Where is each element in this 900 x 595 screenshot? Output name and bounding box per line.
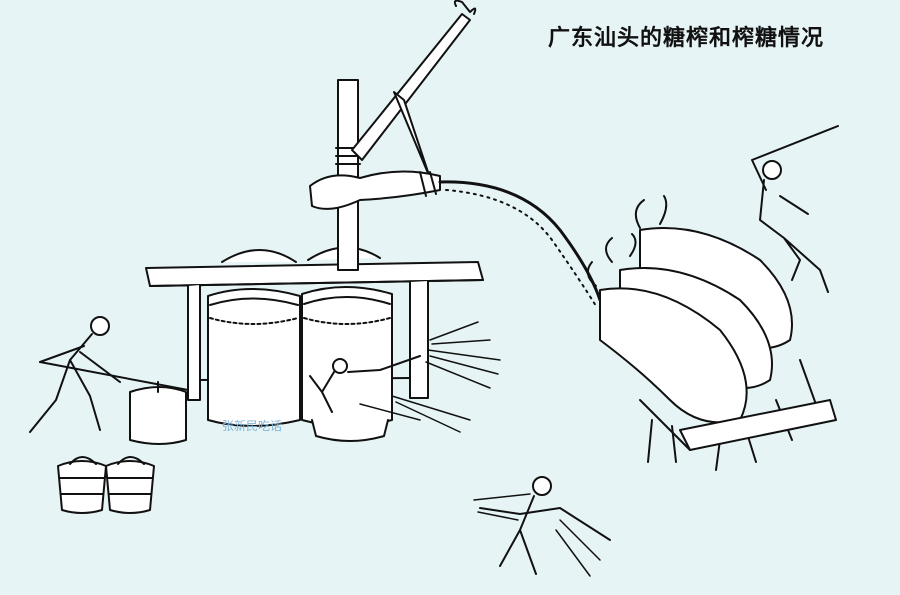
sugar-cane-bundles bbox=[359, 321, 501, 433]
worker-feeding-figure bbox=[309, 355, 421, 413]
watermark-text: 张新民吃话 bbox=[222, 419, 283, 433]
cane-carrier-figure bbox=[473, 476, 611, 577]
worker-left-figure bbox=[29, 316, 189, 445]
sugar-barrels bbox=[57, 456, 155, 514]
press-rollers bbox=[207, 246, 393, 442]
ox-driver-figure bbox=[751, 125, 839, 293]
lever-arm bbox=[309, 0, 477, 210]
tow-rope bbox=[438, 180, 602, 302]
oxen-team bbox=[586, 195, 837, 471]
illustration-title: 广东汕头的糖榨和榨糖情况 bbox=[548, 26, 825, 51]
